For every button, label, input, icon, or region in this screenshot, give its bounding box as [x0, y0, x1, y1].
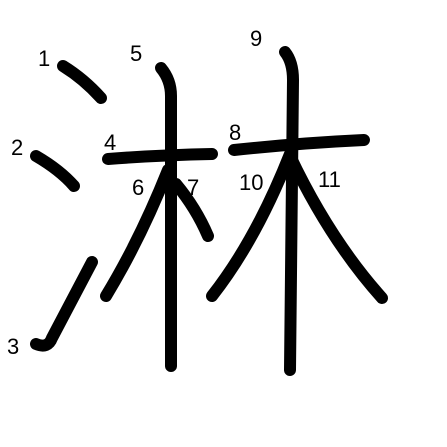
stroke-number-7: 7	[187, 175, 199, 200]
stroke-number-3: 3	[7, 334, 19, 359]
stroke-number-8: 8	[229, 120, 241, 145]
stroke-6	[100, 164, 174, 302]
stroke-number-4: 4	[104, 130, 116, 155]
stroke-number-11: 11	[318, 167, 341, 192]
character-strokes	[30, 46, 388, 376]
stroke-1	[57, 60, 107, 104]
stroke-number-1: 1	[38, 46, 50, 71]
stroke-5	[155, 62, 177, 372]
stroke-number-5: 5	[130, 41, 142, 66]
stroke-10	[206, 148, 296, 302]
stroke-number-2: 2	[11, 135, 23, 160]
stroke-9	[279, 46, 299, 376]
stroke-7	[170, 178, 214, 242]
stroke-order-numbers: 1 2 3 4 5 6 7 8 9 10 11	[7, 26, 341, 359]
stroke-3	[30, 256, 98, 352]
stroke-number-6: 6	[132, 175, 144, 200]
stroke-2	[30, 150, 80, 192]
stroke-number-10: 10	[239, 170, 263, 195]
stroke-11	[284, 150, 388, 304]
stroke-number-9: 9	[250, 26, 262, 51]
stroke-4	[102, 148, 218, 165]
stroke-8	[228, 134, 370, 156]
